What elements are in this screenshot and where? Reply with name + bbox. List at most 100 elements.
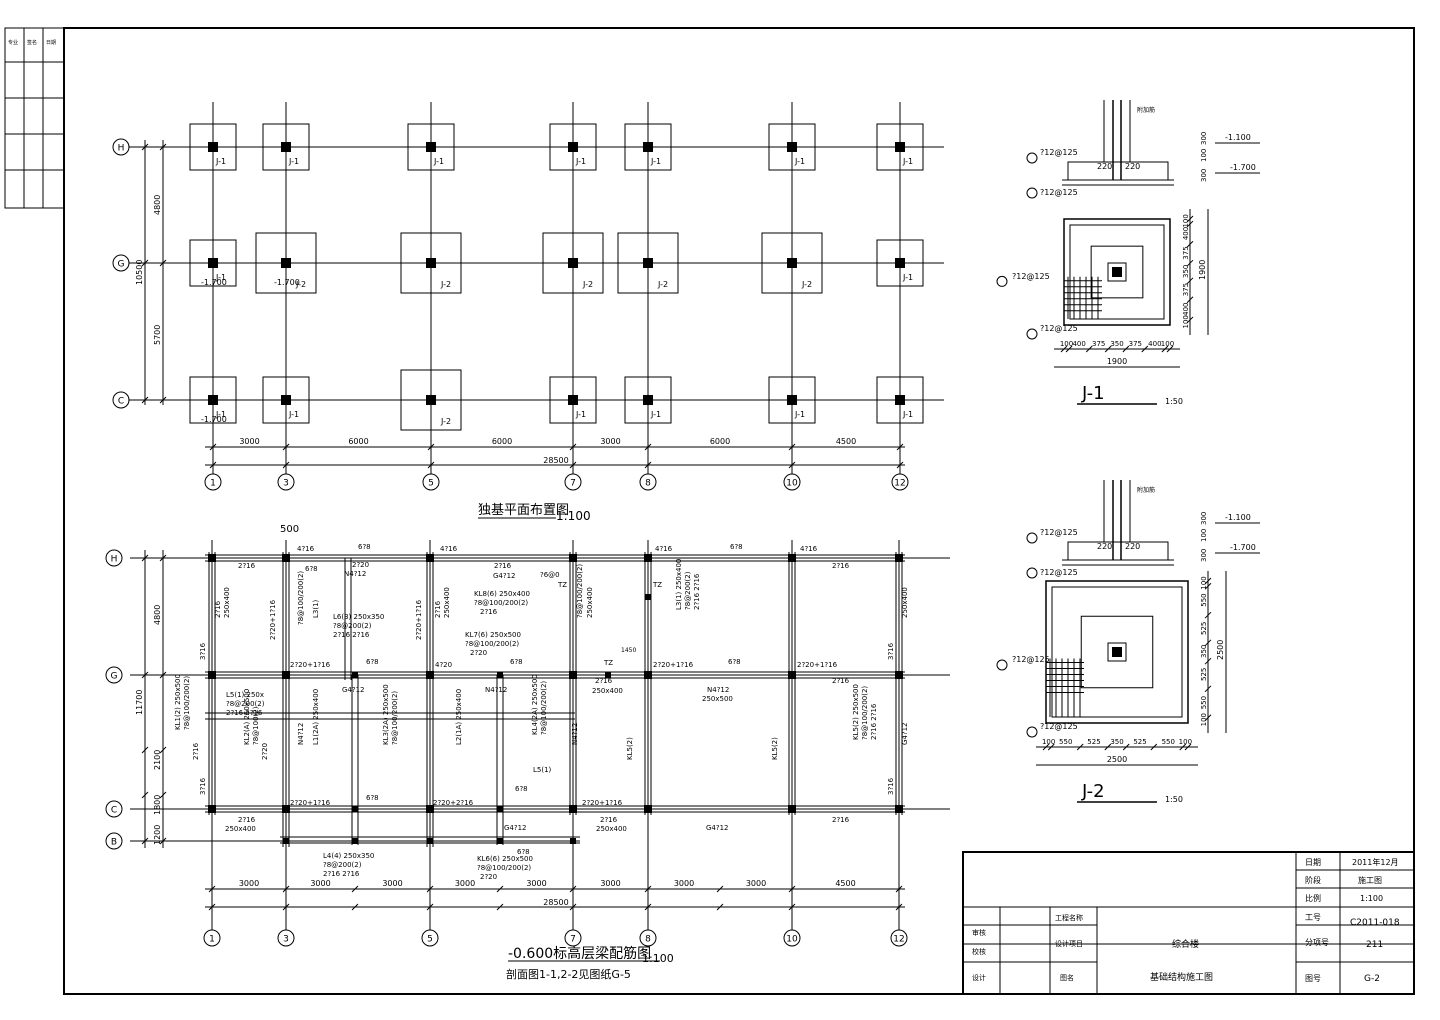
detail-title: J-2	[1081, 781, 1105, 802]
column	[788, 554, 796, 562]
footing-J-1	[876, 239, 924, 287]
column	[281, 258, 291, 268]
dim-tick	[1104, 743, 1112, 751]
footing-J-1	[876, 376, 924, 424]
column	[426, 395, 436, 405]
v-dim: 5700	[153, 325, 162, 345]
dim-tick	[896, 461, 904, 469]
elevation-label: -1.100	[1225, 133, 1251, 142]
beam-label: ?8@200(2)	[226, 700, 265, 708]
beam-label: KL7(6) 250x500	[465, 631, 521, 639]
beam-label-vertical: 250x400	[586, 587, 594, 618]
plan2-note: 剖面图1-1,2-2见图纸G-5	[506, 967, 631, 981]
axis-bubble-10-label: 10	[786, 935, 798, 945]
dim-tick	[159, 554, 167, 562]
plan-width: 1900	[1107, 357, 1127, 366]
axis-bubble-8-label: 8	[645, 935, 651, 945]
beam-label-vertical: 2?16	[434, 600, 442, 618]
column	[283, 838, 289, 844]
rebar-callout	[996, 659, 1008, 671]
column	[787, 258, 797, 268]
rebar-callout	[1026, 187, 1038, 199]
stamp-col-3: 日期	[46, 40, 56, 46]
plan-dim: 350	[1110, 738, 1123, 746]
dim-tick	[1065, 345, 1073, 353]
col-dim: 220	[1125, 542, 1140, 551]
beam-label-vertical: ?8@100/200(2)	[861, 686, 869, 740]
footing-J-1	[262, 123, 310, 171]
rebar-spec: ?12@125	[1040, 148, 1078, 157]
beam-label-vertical: KL2(A) 250x500	[243, 689, 251, 745]
span-dim: 6000	[710, 437, 730, 446]
tb-stage-label: 阶段	[1305, 875, 1321, 885]
tb-role-2: 校核	[972, 947, 986, 956]
dim-tick	[208, 885, 216, 893]
axis-bubble-B	[105, 832, 123, 850]
plan-dim: 375	[1092, 340, 1105, 348]
footing-tag: J-1	[433, 157, 444, 166]
beam-label: ?8@100/200(2)	[477, 864, 531, 872]
beam-label: 4?16	[655, 545, 673, 553]
beam-label: 6?8	[517, 848, 530, 856]
footing-tag: J-1	[794, 157, 805, 166]
plan-height: 1900	[1198, 260, 1207, 280]
tb-drawing-name: 基础结构施工图	[1150, 971, 1213, 983]
dim-tick	[1184, 743, 1192, 751]
tb-scale-label: 比例	[1305, 893, 1321, 903]
beam-label: L6(3) 250x350	[333, 613, 384, 621]
beam-label-vertical: 3?16	[199, 777, 207, 795]
elevation-label: -1.100	[1225, 513, 1251, 522]
beam-label: G4?12	[504, 824, 527, 832]
beam-label: 2?16 2?16	[226, 709, 263, 717]
column	[645, 594, 651, 600]
additional-rebar-label: 附加筋	[1137, 106, 1155, 114]
beam-label-vertical: 3?16	[887, 642, 895, 660]
column	[352, 806, 358, 812]
footing-tag: J-2	[440, 280, 451, 289]
footing-tag: J-1	[650, 410, 661, 419]
dim-tick	[1122, 743, 1130, 751]
dim-tick	[1085, 345, 1093, 353]
column	[208, 805, 216, 813]
footing-tag: J-1	[288, 410, 299, 419]
rebar-spec: ?12@125	[1012, 655, 1050, 664]
footing-J-1	[549, 123, 597, 171]
footing-tag: J-2	[440, 417, 451, 426]
dim-tick	[351, 885, 359, 893]
dim-tick	[209, 443, 217, 451]
column-outline	[1107, 642, 1127, 662]
dim-tick	[644, 885, 652, 893]
dim-tick	[496, 885, 504, 893]
dim-tick	[644, 903, 652, 911]
beam-label: N4?12	[485, 686, 507, 694]
v-dim: 4800	[153, 605, 162, 625]
rebar-callout	[1026, 328, 1038, 340]
dim-tick	[1186, 240, 1194, 248]
axis-bubble-H	[112, 138, 130, 156]
rebar-spec: ?12@125	[1040, 188, 1078, 197]
v-dim: 1800	[153, 795, 162, 815]
detail-scale: 1:50	[1165, 397, 1183, 406]
dim-tick	[1161, 345, 1169, 353]
col-dim: 220	[1097, 542, 1112, 551]
beam-label-vertical: 3?16	[887, 777, 895, 795]
axis-bubble-12-label: 12	[894, 479, 905, 489]
column	[643, 395, 653, 405]
v-dim: 1200	[153, 825, 162, 845]
tb-subitem-label: 分项号	[1305, 938, 1329, 947]
tb-drawing: G-2	[1364, 974, 1380, 984]
beam-label-vertical: KL3(2A) 250x500	[382, 684, 390, 745]
plan-dim: 350	[1110, 340, 1123, 348]
dim-tick	[282, 885, 290, 893]
footing-J-2	[400, 232, 462, 294]
column	[426, 258, 436, 268]
axis-bubble-C-label: C	[111, 806, 117, 816]
dim-tick	[1141, 345, 1149, 353]
column	[426, 671, 434, 679]
beam-label: 2?16	[494, 562, 512, 570]
plan-dim-vertical: 550	[1200, 696, 1208, 709]
beam-label: 6?8	[728, 658, 741, 666]
dim-tick	[895, 885, 903, 893]
rebar-callout	[1026, 726, 1038, 738]
axis-bubble-1-label: 1	[209, 935, 215, 945]
